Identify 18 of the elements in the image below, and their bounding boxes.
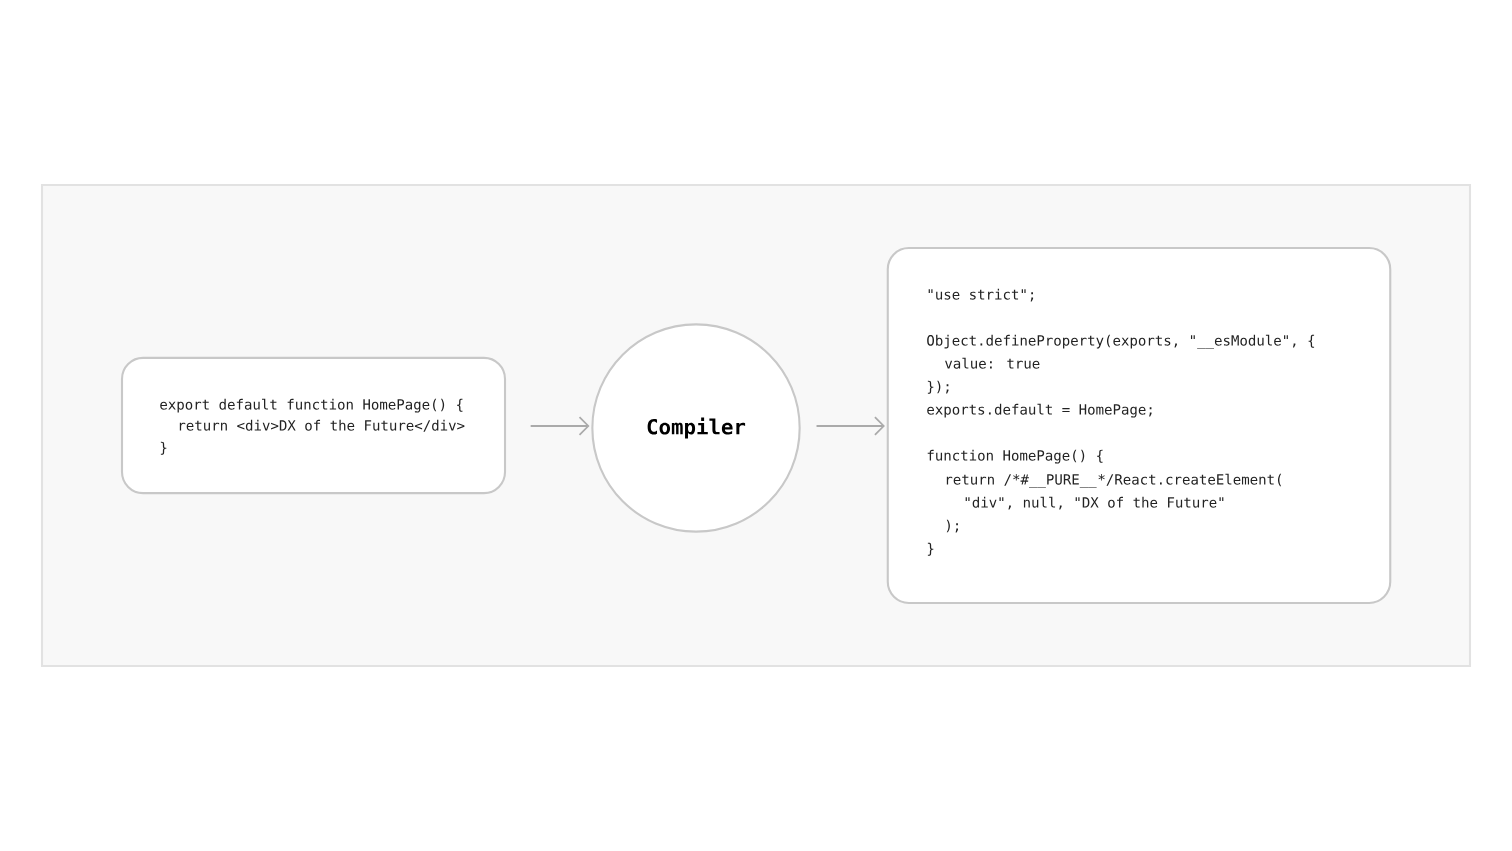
code-line: "div", null, "DX of the Future" (965, 496, 1224, 510)
code-line: export default function HomePage() { (160, 398, 463, 413)
code-line: Object.defineProperty(exports, "__esModule", { (927, 334, 1315, 349)
code-line: } (927, 542, 934, 556)
code-line: */React.createElement( (1098, 473, 1282, 487)
code-line: "use strict"; (928, 288, 1034, 302)
arrow (815, 416, 885, 436)
code-line: return <div>DX of the Future</div> (179, 419, 465, 432)
code-line: return /*#__PURE__ (946, 474, 1097, 488)
code-line: function HomePage() { (927, 449, 1103, 464)
code-line: ); (946, 519, 958, 533)
code-line: }); (927, 380, 949, 394)
code-line: value: true (945, 357, 1040, 369)
code-box (120, 356, 507, 495)
code-box (886, 247, 1392, 604)
arrow (529, 416, 590, 436)
code-line: } (160, 441, 167, 455)
code-line: exports.default = HomePage; (927, 403, 1152, 418)
